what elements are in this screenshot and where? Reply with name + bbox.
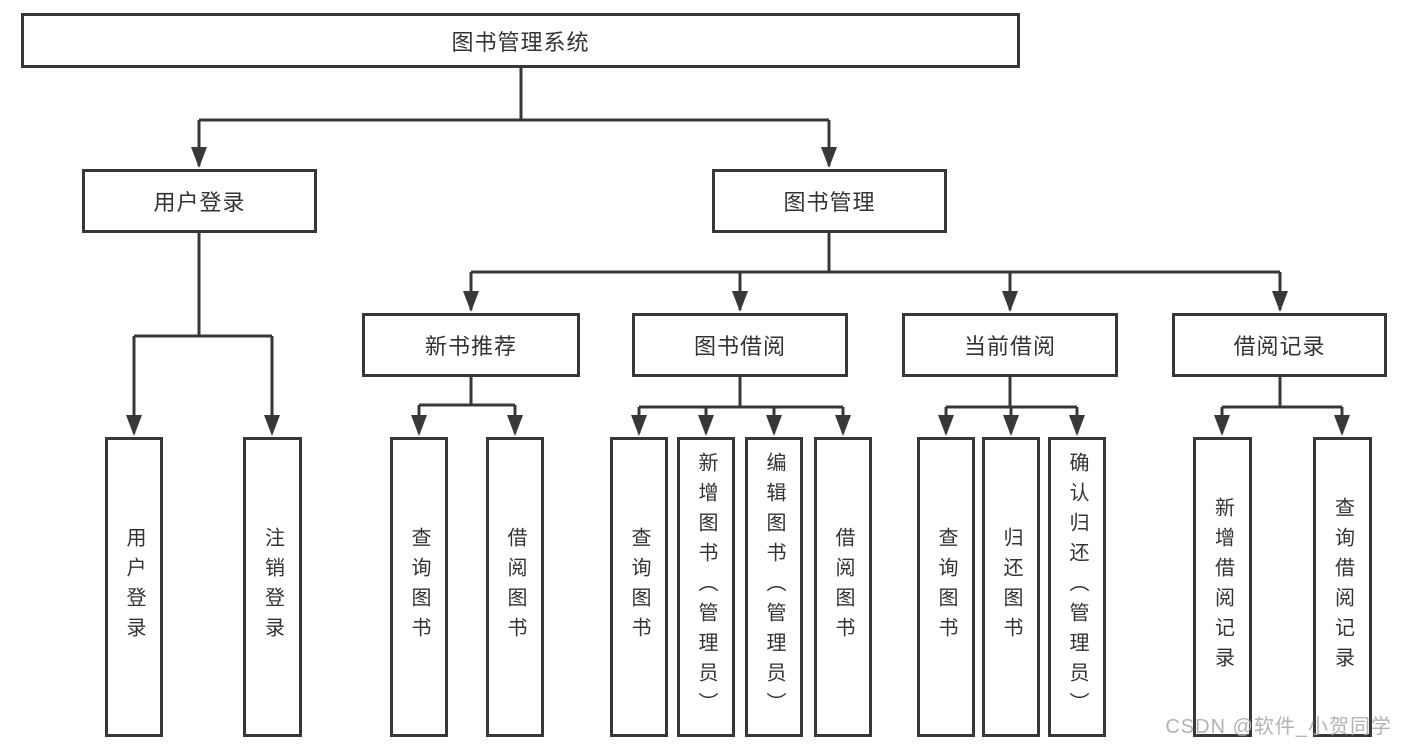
leaf-br-add-record: 新增借阅记录 xyxy=(1193,437,1252,737)
leaf-bb-add-books-admin-label: 新增图书（管理员） xyxy=(695,452,717,722)
node-root: 图书管理系统 xyxy=(21,13,1020,68)
leaf-nb-borrow-books-label: 借阅图书 xyxy=(504,527,526,647)
leaf-br-add-record-label: 新增借阅记录 xyxy=(1211,497,1234,677)
leaf-bb-edit-books-admin-label: 编辑图书（管理员） xyxy=(763,452,785,722)
node-user-login-label: 用户登录 xyxy=(153,190,246,215)
node-current-borrowing-label: 当前借阅 xyxy=(963,334,1056,359)
leaf-cb-query-books: 查询图书 xyxy=(917,437,975,737)
leaf-nb-query-books: 查询图书 xyxy=(390,437,448,737)
leaf-bb-borrow-books-label: 借阅图书 xyxy=(832,527,854,647)
leaf-cb-confirm-return-admin: 确认归还（管理员） xyxy=(1048,437,1106,737)
node-user-login: 用户登录 xyxy=(82,169,317,233)
leaf-user-login: 用户登录 xyxy=(105,437,163,737)
node-new-book-recommend: 新书推荐 xyxy=(362,313,580,377)
leaf-nb-borrow-books: 借阅图书 xyxy=(486,437,544,737)
leaf-bb-edit-books-admin: 编辑图书（管理员） xyxy=(745,437,803,737)
leaf-cb-query-books-label: 查询图书 xyxy=(935,527,957,647)
watermark: CSDN @软件_小贺同学 xyxy=(1165,716,1392,738)
leaf-br-query-record-label: 查询借阅记录 xyxy=(1331,497,1354,677)
node-book-management: 图书管理 xyxy=(712,169,947,233)
node-root-label: 图书管理系统 xyxy=(451,29,590,55)
node-book-management-label: 图书管理 xyxy=(783,190,876,215)
node-new-book-recommend-label: 新书推荐 xyxy=(424,334,517,359)
node-borrowing-records-label: 借阅记录 xyxy=(1233,334,1326,359)
leaf-cb-return-books: 归还图书 xyxy=(982,437,1040,737)
leaf-user-login-label: 用户登录 xyxy=(123,527,145,647)
leaf-cb-return-books-label: 归还图书 xyxy=(1000,527,1022,647)
leaf-logout-label: 注销登录 xyxy=(261,527,284,647)
node-book-borrowing-label: 图书借阅 xyxy=(693,334,786,359)
leaf-cb-confirm-return-admin-label: 确认归还（管理员） xyxy=(1066,452,1088,722)
node-current-borrowing: 当前借阅 xyxy=(902,313,1118,377)
node-book-borrowing: 图书借阅 xyxy=(632,313,848,377)
leaf-bb-add-books-admin: 新增图书（管理员） xyxy=(677,437,735,737)
leaf-logout: 注销登录 xyxy=(243,437,302,737)
leaf-br-query-record: 查询借阅记录 xyxy=(1313,437,1372,737)
leaf-bb-borrow-books: 借阅图书 xyxy=(814,437,872,737)
leaf-bb-query-books-label: 查询图书 xyxy=(628,527,650,647)
leaf-bb-query-books: 查询图书 xyxy=(610,437,668,737)
node-borrowing-records: 借阅记录 xyxy=(1172,313,1387,377)
leaf-nb-query-books-label: 查询图书 xyxy=(408,527,430,647)
